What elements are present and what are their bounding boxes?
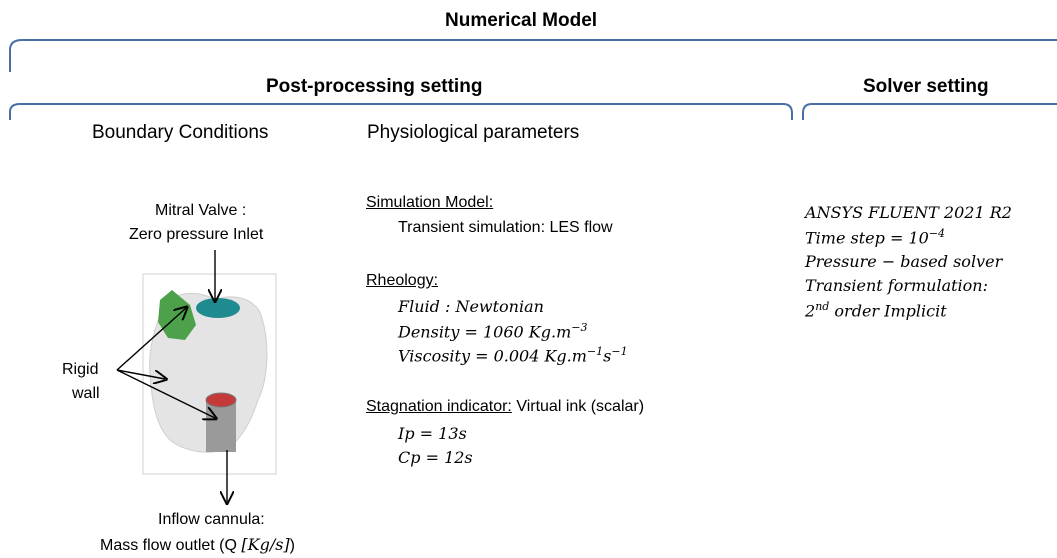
solver-order: 2nd order Implicit xyxy=(805,300,947,321)
rigid-arrow-2 xyxy=(116,369,165,379)
solver-software: ANSYS FLUENT 2021 R2 xyxy=(805,203,1012,222)
inflow-cannula-tube xyxy=(206,400,236,452)
diagram-title: Numerical Model xyxy=(445,10,598,31)
post-processing-heading: Post-processing setting xyxy=(266,76,483,97)
viscosity-value: Viscosity = 0.004 Kg.m−1s−1 xyxy=(398,345,628,366)
solver-bracket xyxy=(802,103,1057,120)
inflow-cannula-label: Inflow cannula: xyxy=(158,511,265,528)
simulation-model-heading: Simulation Model: xyxy=(366,194,494,211)
post-processing-bracket xyxy=(9,103,793,120)
heart-image-frame xyxy=(142,273,277,475)
solver-formulation: Transient formulation: xyxy=(805,276,988,295)
solver-time-step: Time step = 10−4 xyxy=(805,227,946,248)
stagnation-indicator-line: Stagnation indicator: Virtual ink (scala… xyxy=(366,398,645,415)
ip-value: Ip = 13s xyxy=(398,424,467,443)
zero-pressure-label: Zero pressure Inlet xyxy=(129,226,264,243)
mitral-valve-patch xyxy=(196,298,240,318)
mass-flow-outlet-label: Mass flow outlet (Q [Kg/s]) xyxy=(100,535,295,554)
density-value: Density = 1060 Kg.m−3 xyxy=(398,321,588,342)
solver-type: Pressure − based solver xyxy=(805,252,1003,271)
cp-value: Cp = 12s xyxy=(398,448,473,467)
rigid-arrow-1 xyxy=(116,308,186,371)
rigid-arrow-3 xyxy=(116,369,215,418)
numerical-model-bracket xyxy=(9,39,1057,72)
physiological-parameters-heading: Physiological parameters xyxy=(367,122,580,143)
rigid-label: Rigid xyxy=(62,361,99,378)
simulation-model-value: Transient simulation: LES flow xyxy=(398,219,613,236)
solver-heading: Solver setting xyxy=(863,76,989,97)
fluid-value: Fluid : Newtonian xyxy=(398,297,544,316)
wall-label: wall xyxy=(72,385,100,402)
rheology-heading: Rheology: xyxy=(366,272,439,289)
inflow-cannula-opening xyxy=(205,392,237,408)
boundary-conditions-heading: Boundary Conditions xyxy=(92,122,269,143)
mitral-valve-label: Mitral Valve : xyxy=(155,202,247,219)
